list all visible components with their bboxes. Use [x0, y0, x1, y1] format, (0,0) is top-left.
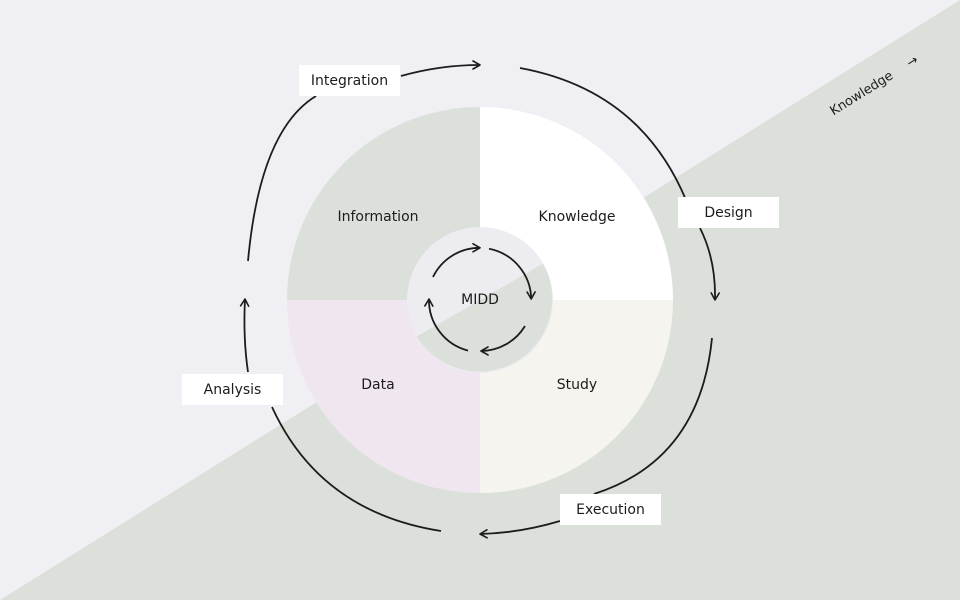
stage-box-analysis: Analysis — [182, 374, 283, 405]
outer-arrow-design-to-study — [699, 227, 720, 301]
quadrant-label-knowledge: Knowledge — [539, 209, 616, 225]
stage-box-design: Design — [678, 197, 779, 228]
quadrant-label-information: Information — [337, 209, 418, 225]
stage-box-execution: Execution — [560, 494, 661, 525]
quadrant-label-data: Data — [361, 377, 394, 393]
hub-dark — [416, 263, 553, 372]
inner-cycle-arrow-1 — [488, 247, 536, 300]
center-label-midd: MIDD — [461, 292, 499, 308]
inner-cycle-arrow-4 — [432, 242, 481, 278]
stage-box-integration: Integration — [299, 65, 400, 96]
outer-arc-integration-lead — [247, 95, 317, 262]
inner-cycle-arrow-2 — [480, 325, 526, 356]
outer-arrow-execution-to-data — [479, 520, 561, 539]
outer-arrow-execution — [593, 337, 713, 495]
outer-arrow-analysis-to-information — [239, 298, 250, 373]
outer-arrow-design — [519, 67, 687, 201]
inner-cycle-arrow-3 — [424, 298, 469, 352]
outer-arrow-integration — [400, 60, 481, 77]
quadrant-label-study: Study — [557, 377, 597, 393]
outer-arc-analysis-lead — [271, 406, 442, 532]
